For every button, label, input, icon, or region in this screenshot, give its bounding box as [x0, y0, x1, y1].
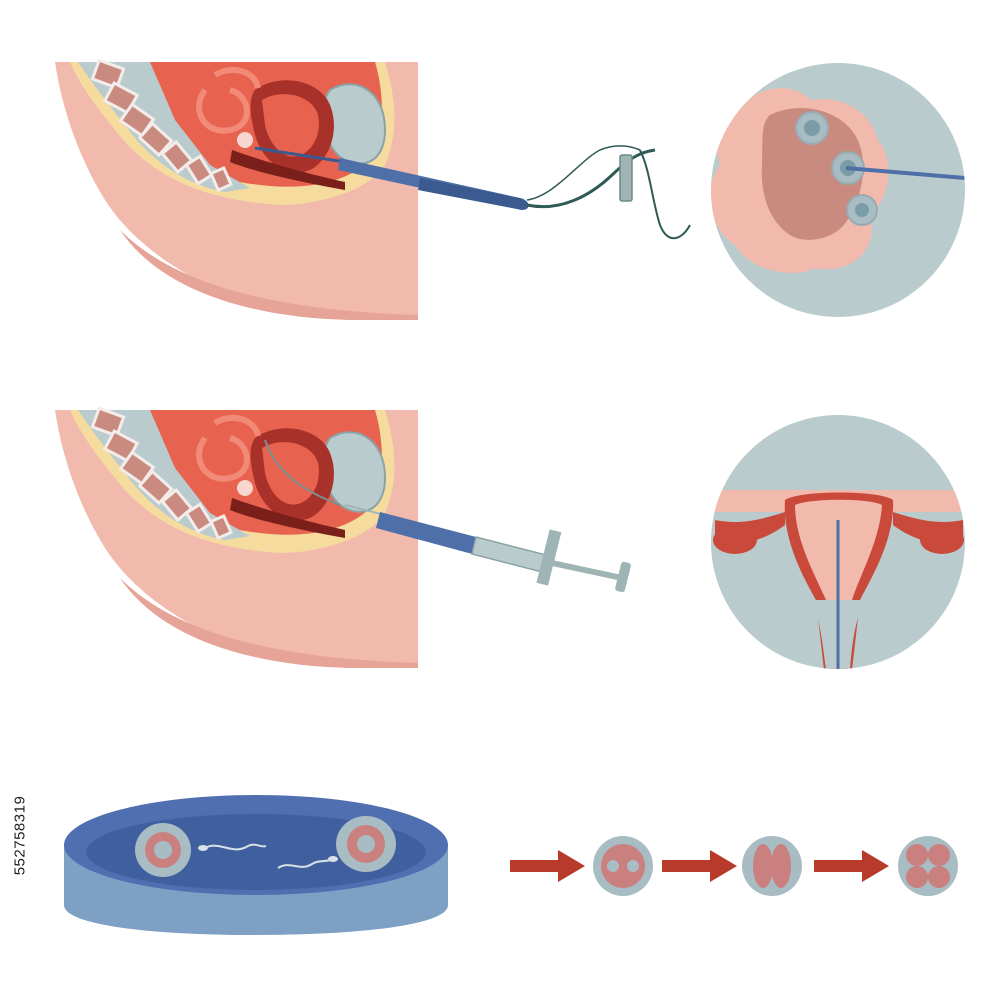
pelvis-cross-section-1: [55, 60, 418, 320]
four-cell-embryo: [898, 836, 958, 896]
catheter-line: [264, 439, 341, 506]
embryo-transfer-panel: [55, 408, 965, 670]
uterus-magnifier: [711, 415, 965, 669]
zygote: [593, 836, 653, 896]
pelvis-cross-section-2: [55, 408, 418, 668]
follicle-magnifier: [711, 63, 965, 317]
division-arrow-2: [662, 850, 737, 882]
two-cell-embryo: [742, 836, 802, 896]
egg-retrieval-panel: [55, 60, 965, 320]
division-arrow-3: [814, 850, 889, 882]
fertilization-panel: [64, 795, 958, 935]
syringe: [344, 504, 631, 593]
needle-probe: [254, 145, 691, 240]
petri-dish: [64, 795, 448, 935]
stock-id-label: 552758319: [6, 760, 34, 910]
division-arrow-1: [510, 850, 585, 882]
stock-id-text: 552758319: [11, 795, 29, 875]
